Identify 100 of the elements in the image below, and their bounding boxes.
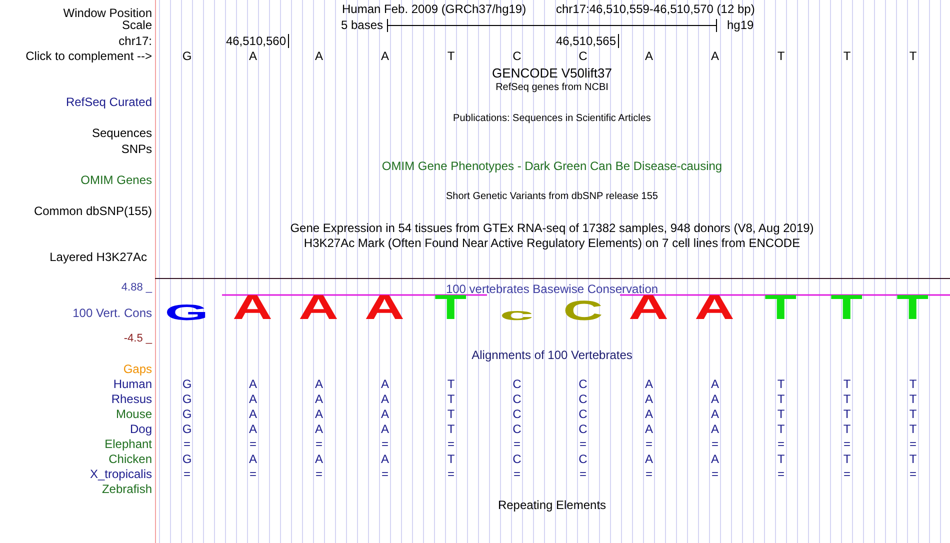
track-title: Short Genetic Variants from dbSNP release 155 [446,192,658,202]
track-label: Elephant [104,438,152,450]
axis-value: -4.5 _ [124,334,152,344]
aligned-base: G [182,408,192,420]
aligned-base: A [249,423,257,435]
aligned-base: T [447,453,455,465]
aligned-base: T [909,378,917,390]
track-title: GENCODE V50lift37 [492,66,612,80]
coordinate-label: 46,510,560 [226,35,286,47]
track-title: H3K27Ac Mark (Often Found Near Active Regulatory Elements) on 7 cell lines from ENCODE [304,237,800,249]
aligned-base: C [578,378,588,390]
aligned-base: C [578,408,588,420]
aligned-base: T [843,393,851,405]
aligned-base: A [645,453,653,465]
track-title: Repeating Elements [498,499,606,511]
aligned-base: T [843,408,851,420]
track-label: Zebrafish [102,483,152,495]
aligned-base: A [645,408,653,420]
track-label: Common dbSNP(155) [34,205,152,217]
base-letter: A [381,50,389,62]
conservation-base-letter: A [299,294,339,322]
aligned-base: = [316,438,322,450]
aligned-base: A [381,453,389,465]
conservation-base-letter: C [563,300,603,322]
aligned-base: A [249,378,257,390]
conservation-base-letter: T [435,294,467,322]
aligned-base: G [182,423,192,435]
aligned-base: A [381,423,389,435]
aligned-base: = [778,438,784,450]
conservation-base-letter: A [629,294,669,322]
aligned-base: A [381,378,389,390]
aligned-base: T [777,423,785,435]
aligned-base: A [645,423,653,435]
base-letter: A [711,50,719,62]
aligned-base: = [844,468,850,480]
track-title: 100 vertebrates Basewise Conservation [446,283,658,295]
aligned-base: A [315,408,323,420]
aligned-base: = [646,468,652,480]
aligned-base: = [184,438,190,450]
track-title: RefSeq genes from NCBI [496,83,608,93]
base-letter: C [512,50,522,62]
base-letter: T [909,50,917,62]
track-label: Chicken [108,453,152,465]
track-label: SNPs [121,143,152,155]
aligned-base: = [382,438,388,450]
position-text: Human Feb. 2009 (GRCh37/hg19) [342,3,526,15]
aligned-base: = [910,468,916,480]
track-title: Gene Expression in 54 tissues from GTEx RNA-seq of 17382 samples, 948 donors (V8, Aug 2019) [290,222,814,234]
aligned-base: A [645,393,653,405]
base-letter: C [578,50,588,62]
aligned-base: = [778,468,784,480]
track-label: Rhesus [111,393,152,405]
aligned-base: = [250,438,256,450]
aligned-base: A [249,408,257,420]
aligned-base: = [448,468,454,480]
aligned-base: A [711,453,719,465]
aligned-base: C [578,393,588,405]
aligned-base: T [777,408,785,420]
base-letter: A [645,50,653,62]
base-letter: A [315,50,323,62]
aligned-base: = [316,468,322,480]
conservation-base-letter: T [831,294,863,322]
aligned-base: T [909,393,917,405]
aligned-base: = [844,438,850,450]
aligned-base: C [512,378,522,390]
aligned-base: A [315,378,323,390]
aligned-base: T [843,453,851,465]
aligned-base: = [712,468,718,480]
aligned-base: T [447,378,455,390]
track-label: OMIM Genes [80,174,152,186]
track-label: RefSeq Curated [66,96,152,108]
base-letter: G [182,50,192,62]
track-title: Publications: Sequences in Scientific Articles [453,114,651,124]
aligned-base: T [843,378,851,390]
conservation-base-letter: T [765,294,797,322]
track-label: X_tropicalis [90,468,152,480]
base-letter: A [249,50,257,62]
aligned-base: A [381,393,389,405]
aligned-base: = [448,438,454,450]
aligned-base: T [909,423,917,435]
aligned-base: T [777,393,785,405]
aligned-base: T [447,393,455,405]
track-title: Alignments of 100 Vertebrates [472,349,632,361]
aligned-base: A [711,423,719,435]
aligned-base: A [711,408,719,420]
aligned-base: A [711,378,719,390]
conservation-base-letter: G [165,304,209,322]
aligned-base: C [512,408,522,420]
aligned-base: = [514,438,520,450]
aligned-base: T [909,453,917,465]
track-label: Human [113,378,152,390]
track-label: Dog [130,423,152,435]
track-label: Layered H3K27Ac [50,251,147,263]
aligned-base: A [711,393,719,405]
aligned-base: C [578,453,588,465]
position-text: chr17:46,510,559-46,510,570 (12 bp) [556,3,755,15]
aligned-base: = [184,468,190,480]
aligned-base: T [777,378,785,390]
aligned-base: A [645,378,653,390]
coordinate-label: 46,510,565 [556,35,616,47]
